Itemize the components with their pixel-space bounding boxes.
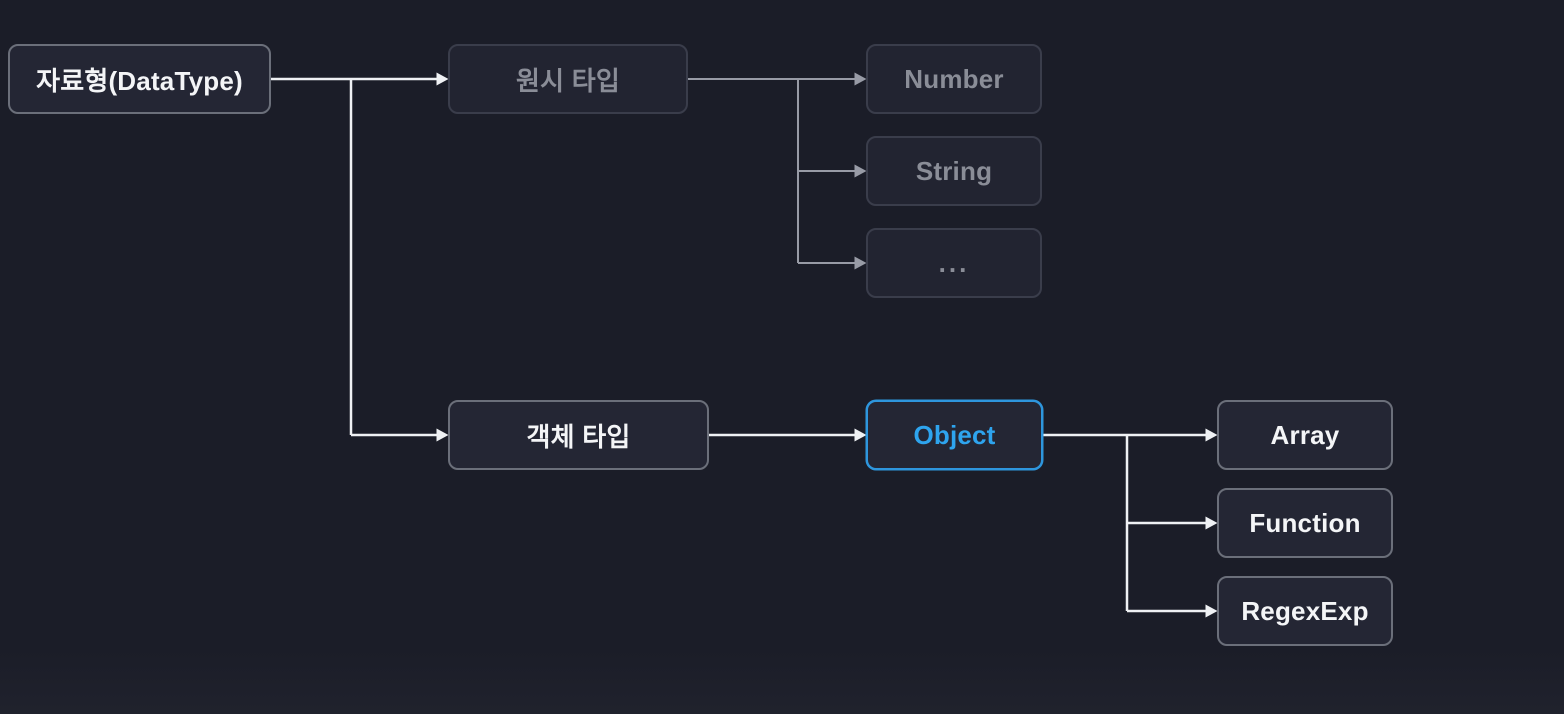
node-primitive-type: 원시 타입	[448, 44, 688, 114]
node-string: String	[866, 136, 1042, 206]
node-function: Function	[1217, 488, 1393, 558]
node-number-label: Number	[904, 63, 1004, 94]
node-array: Array	[1217, 400, 1393, 470]
node-datatype: 자료형(DataType)	[8, 44, 271, 114]
node-ellipsis-label: ...	[938, 247, 970, 278]
node-ellipsis: ...	[866, 228, 1042, 298]
node-object: Object	[866, 400, 1043, 470]
node-function-label: Function	[1249, 507, 1361, 538]
node-regexexp-label: RegexExp	[1241, 595, 1369, 626]
node-object-label: Object	[913, 419, 996, 450]
node-primitive-type-label: 원시 타입	[516, 65, 620, 96]
node-array-label: Array	[1270, 419, 1340, 450]
node-datatype-label: 자료형(DataType)	[36, 65, 243, 96]
node-regexexp: RegexExp	[1217, 576, 1393, 646]
node-string-label: String	[915, 155, 993, 186]
node-object-type-label: 객체 타입	[526, 421, 631, 452]
node-object-type: 객체 타입	[448, 400, 709, 470]
node-number: Number	[866, 44, 1042, 114]
